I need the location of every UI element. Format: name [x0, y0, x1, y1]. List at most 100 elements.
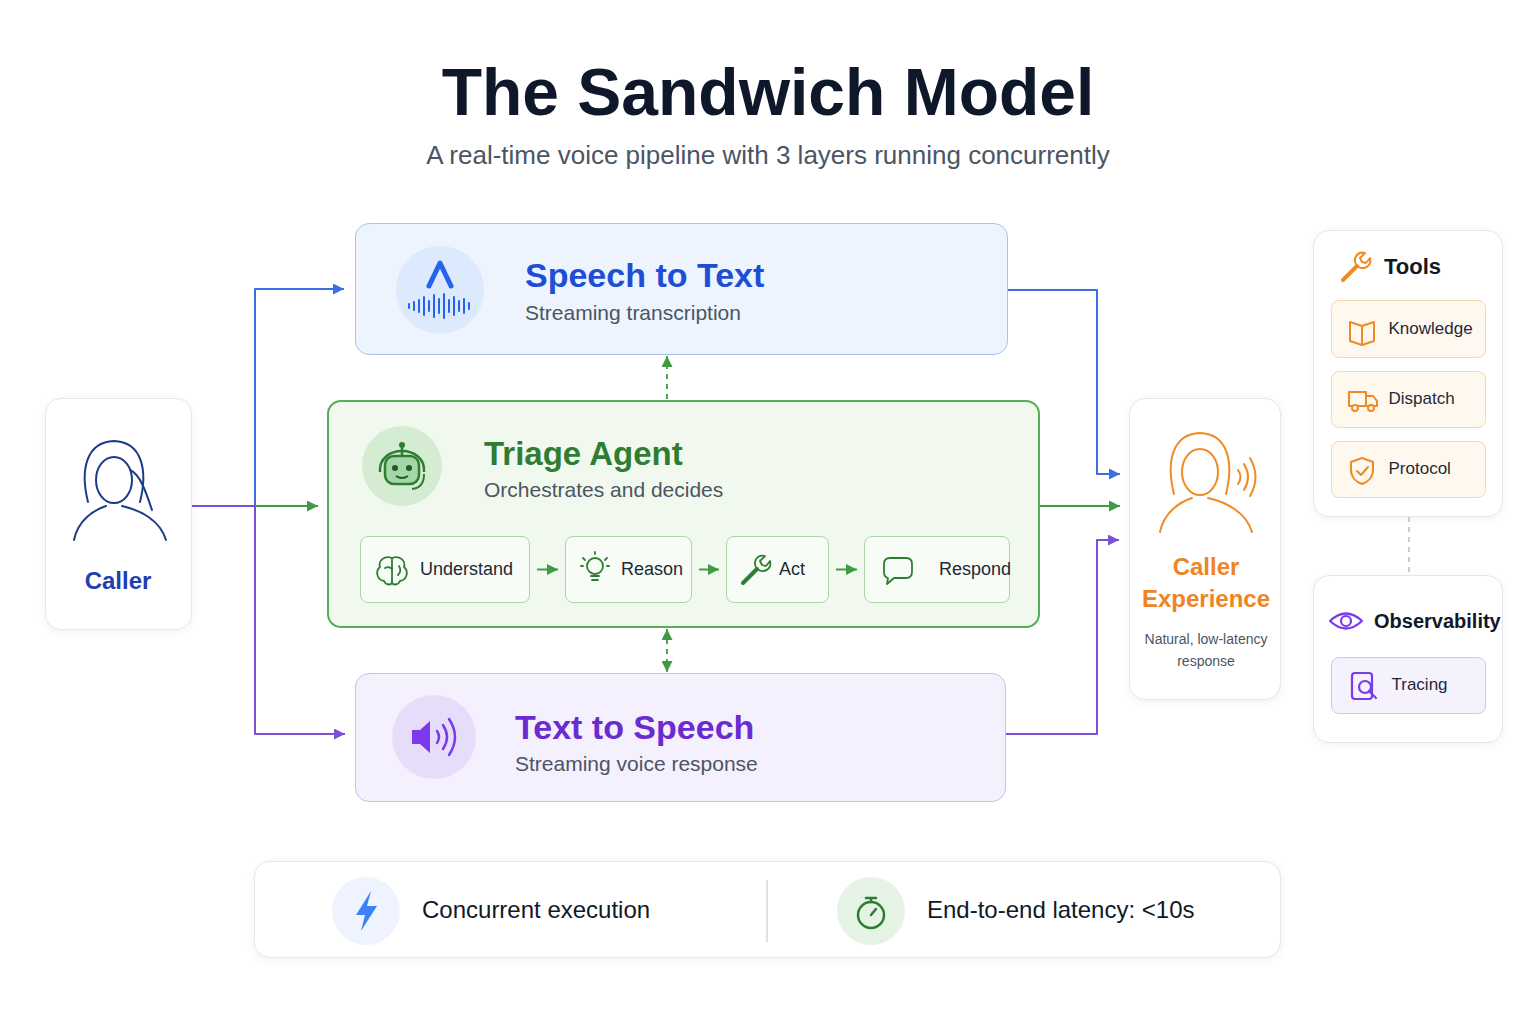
lightning-bolt: [356, 891, 377, 931]
robot-head: [385, 456, 419, 484]
node-label: Caller: [46, 566, 190, 596]
wave-bar: [413, 302, 415, 310]
hair-outline: [1171, 433, 1230, 494]
wave-bar: [418, 300, 420, 312]
dashed-connector: [1408, 517, 1410, 575]
bulb-rays: [581, 552, 609, 566]
wrench-handle: [743, 569, 757, 583]
headset-mic: [412, 474, 424, 489]
wave-bar: [443, 294, 445, 318]
wave-bar: [428, 301, 430, 311]
node-note: Natural, low-latency response: [1133, 628, 1279, 672]
brain-lobe: [392, 557, 407, 584]
face-outline: [96, 457, 132, 503]
tool-label: Protocol: [1389, 458, 1479, 480]
stopwatch-face: [858, 902, 884, 928]
flow-arrow: [192, 506, 345, 734]
flow-arrow: [1040, 505, 1120, 507]
box-title: Triage Agent: [484, 434, 1034, 474]
brain-fold: [385, 566, 400, 575]
shoulder-line: [74, 506, 106, 540]
icon-disc: [362, 426, 442, 506]
icon-disc: [392, 695, 476, 779]
magnifier-handle: [1369, 691, 1376, 698]
caller-card: Caller: [45, 398, 192, 630]
flow-arrow: [836, 569, 857, 571]
sound-wave: [449, 719, 455, 755]
shoulder-line: [122, 506, 166, 540]
footer-icons: [332, 877, 905, 945]
truck-wheel: [1368, 405, 1374, 411]
node-label: Caller Experience: [1133, 551, 1279, 615]
truck-icon: [1349, 392, 1377, 406]
tts-icon: [392, 695, 476, 779]
box-subtitle: Orchestrates and decides: [484, 477, 1034, 503]
sound-wave: [437, 731, 439, 743]
wave-bar: [453, 297, 455, 315]
step-box: Respond: [864, 536, 1010, 603]
layer-box: Text to SpeechStreaming voice response: [355, 673, 1006, 802]
wrench-head: [755, 556, 770, 571]
tool-item: Knowledge: [1331, 300, 1486, 358]
layer-box: Speech to TextStreaming transcription: [355, 223, 1008, 355]
wave-bar: [463, 299, 465, 313]
wave-bar: [423, 297, 425, 315]
truck-wheel: [1352, 405, 1358, 411]
icon-disc: [837, 877, 905, 945]
wave-bar: [458, 301, 460, 311]
brain-lobe: [377, 557, 392, 584]
speaker-body: [412, 721, 430, 753]
box-subtitle: Streaming transcription: [525, 300, 1001, 326]
step-label: Reason: [621, 557, 685, 581]
phone-hand: [130, 470, 152, 510]
experience-card: Caller ExperienceNatural, low-latency re…: [1129, 398, 1281, 700]
trace-item: Tracing: [1331, 657, 1486, 714]
panel-title: Observability: [1374, 608, 1496, 634]
shoulder-line: [1208, 498, 1252, 532]
waveform: [409, 294, 469, 318]
tool-icons: [1343, 253, 1377, 484]
tool-label: Tracing: [1392, 674, 1479, 696]
eye-outline: [1330, 614, 1362, 629]
step-label: Respond: [939, 557, 1003, 581]
step-label: Act: [779, 557, 822, 581]
step-box: Act: [726, 536, 829, 603]
tool-label: Knowledge: [1389, 318, 1479, 340]
trace-document: [1352, 673, 1372, 699]
robot-eye: [392, 465, 398, 471]
flow-arrow: [192, 289, 344, 506]
chat-bubble: [884, 558, 912, 584]
flow-arrow: [537, 569, 558, 571]
footer-bar: Concurrent execution End-to-end latency: …: [254, 861, 1281, 958]
headset-band: [380, 451, 424, 472]
flow-arrow: [192, 505, 318, 507]
step-box: Reason: [565, 536, 692, 603]
sound-wave: [1244, 464, 1248, 490]
robot-icon: [362, 426, 442, 506]
dashed-connector: [666, 629, 668, 672]
sound-wave: [1238, 470, 1241, 484]
stt-icon: [396, 246, 484, 334]
shield-icon: [1351, 458, 1373, 484]
sound-wave: [443, 725, 447, 749]
flow-arrow: [1006, 540, 1119, 734]
caller-icon: [74, 441, 166, 540]
robot-mouth: [396, 476, 408, 478]
feature-label: Concurrent execution: [422, 895, 742, 925]
flow-arrow: [1008, 290, 1120, 474]
dashed-connector: [666, 356, 668, 399]
wrench-head: [1355, 253, 1370, 268]
connector-group: [192, 289, 1409, 734]
tool-item: Protocol: [1331, 441, 1486, 498]
antenna: [401, 447, 404, 456]
eye-pupil: [1341, 616, 1351, 626]
diagram-caption: A real-time voice pipeline with 3 layers…: [0, 139, 1536, 171]
bulb-glass: [587, 558, 603, 574]
step-box: Understand: [360, 536, 530, 603]
sound-wave: [1250, 458, 1256, 496]
icon-disc: [332, 877, 400, 945]
feature-label: End-to-end latency: <10s: [927, 895, 1267, 925]
wave-bar: [468, 303, 470, 309]
observability-panel: ObservabilityTracing: [1313, 575, 1503, 743]
